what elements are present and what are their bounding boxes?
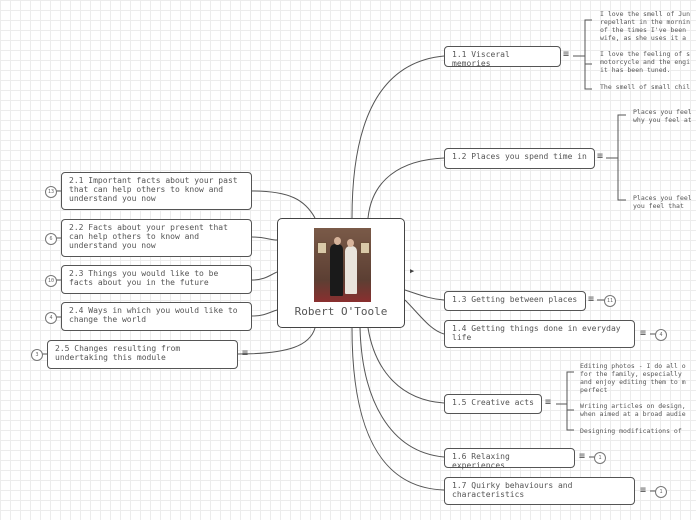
notes-lines-icon[interactable]: ≡ (563, 49, 570, 60)
notes-lines-icon[interactable]: ≡ (545, 397, 552, 408)
topic-label: 2.4 Ways in which you would like to chan… (69, 306, 238, 324)
topic-places-you-spend-time-in[interactable]: 1.2 Places you spend time in (444, 148, 595, 169)
notes-lines-icon[interactable]: ≡ (640, 485, 647, 496)
collapsed-count-badge[interactable]: 13 (45, 186, 57, 198)
profile-photo (314, 228, 371, 302)
topic-label: 1.5 Creative acts (452, 398, 534, 407)
topic-label: 1.2 Places you spend time in (452, 152, 587, 161)
topic-getting-between-places[interactable]: 1.3 Getting between places (444, 291, 586, 311)
note-creative-3: Designing modifications of (580, 427, 682, 435)
notes-lines-icon[interactable]: ≡ (640, 328, 647, 339)
topic-future-facts[interactable]: 2.3 Things you would like to be facts ab… (61, 265, 252, 294)
note-visceral-2: I love the feeling of s motorcycle and t… (600, 50, 691, 74)
collapsed-count-badge[interactable]: 1 (655, 486, 667, 498)
topic-label: 2.2 Facts about your present that can he… (69, 223, 228, 250)
collapsed-count-badge[interactable]: 10 (45, 275, 57, 287)
collapsed-count-badge[interactable]: 1 (594, 452, 606, 464)
central-topic[interactable]: Robert O'Toole (277, 218, 405, 328)
note-creative-1: Editing photos - I do all o for the fami… (580, 362, 686, 394)
central-topic-title: Robert O'Toole (294, 305, 388, 318)
collapsed-count-badge[interactable]: 4 (45, 312, 57, 324)
note-visceral-1: I love the smell of Jun repellant in the… (600, 10, 691, 42)
topic-label: 1.7 Quirky behaviours and characteristic… (452, 481, 573, 499)
topic-label: 2.1 Important facts about your past that… (69, 176, 238, 203)
notes-lines-icon[interactable]: ≡ (579, 451, 586, 462)
topic-visceral-memories[interactable]: 1.1 Visceral memories (444, 46, 561, 68)
topic-label: 1.4 Getting things done in everyday life (452, 324, 621, 342)
notes-lines-icon[interactable]: ≡ (588, 294, 595, 305)
topic-relaxing-experiences[interactable]: 1.6 Relaxing experiences (444, 448, 575, 470)
topic-label: 1.6 Relaxing experiences (452, 452, 510, 470)
topic-label: 1.1 Visceral memories (452, 50, 510, 68)
collapsed-count-badge[interactable]: 6 (45, 233, 57, 245)
topic-getting-things-done[interactable]: 1.4 Getting things done in everyday life (444, 320, 635, 348)
notes-lines-icon[interactable]: ≡ (242, 348, 249, 359)
topic-label: 1.3 Getting between places (452, 295, 578, 304)
topic-important-facts-past[interactable]: 2.1 Important facts about your past that… (61, 172, 252, 210)
topic-label: 2.5 Changes resulting from undertaking t… (55, 344, 181, 362)
topic-creative-acts[interactable]: 1.5 Creative acts (444, 394, 542, 414)
topic-label: 2.3 Things you would like to be facts ab… (69, 269, 219, 287)
note-visceral-3: The smell of small chil (600, 83, 691, 91)
topic-quirky-behaviours[interactable]: 1.7 Quirky behaviours and characteristic… (444, 477, 635, 505)
collapsed-count-badge[interactable]: 3 (31, 349, 43, 361)
topic-changes-module[interactable]: 2.5 Changes resulting from undertaking t… (47, 340, 238, 369)
note-creative-2: Writing articles on design, when aimed a… (580, 402, 686, 418)
note-places-2: Places you feel you feel that (633, 194, 692, 210)
notes-lines-icon[interactable]: ≡ (597, 151, 604, 162)
collapsed-count-badge[interactable]: 4 (655, 329, 667, 341)
topic-change-the-world[interactable]: 2.4 Ways in which you would like to chan… (61, 302, 252, 331)
triangle-right-icon[interactable]: ▶ (410, 267, 415, 275)
note-places-1: Places you feel why you feel at (633, 108, 692, 124)
topic-facts-present[interactable]: 2.2 Facts about your present that can he… (61, 219, 252, 257)
collapsed-count-badge[interactable]: 11 (604, 295, 616, 307)
